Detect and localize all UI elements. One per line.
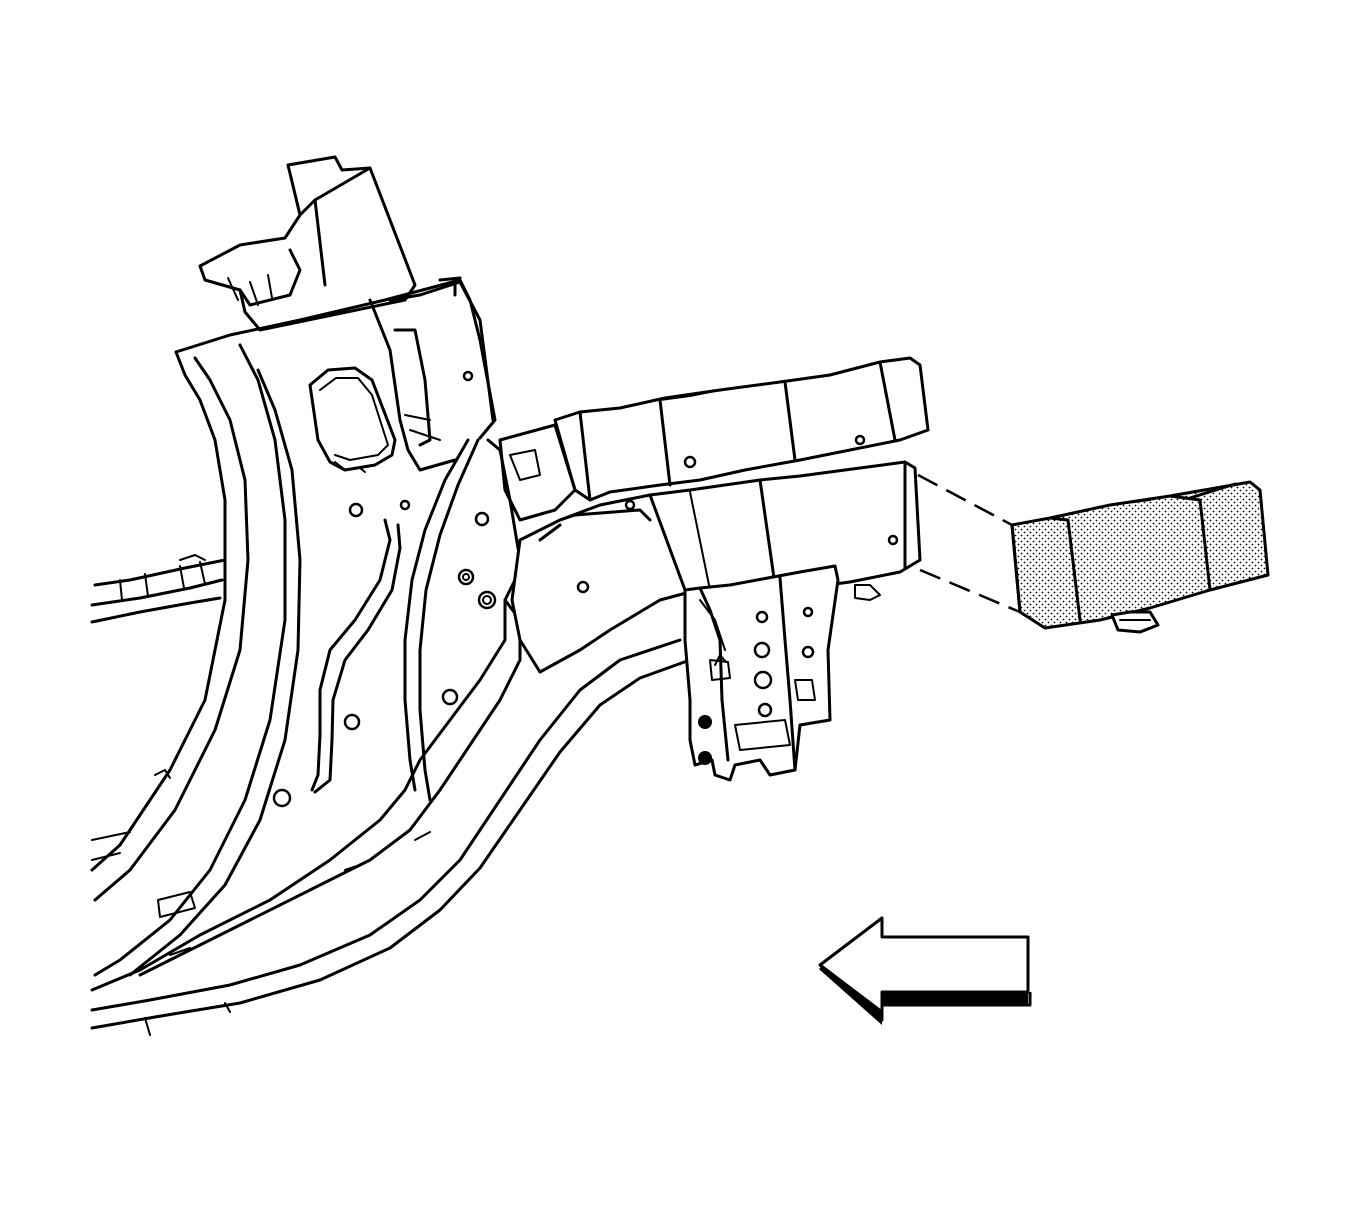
rail-end-cap: [917, 473, 1270, 634]
rear-rail-upper: [498, 356, 930, 522]
body-side-structure: [90, 155, 692, 1036]
mounting-bracket: [683, 564, 840, 782]
direction-arrow: [818, 916, 1032, 1025]
rear-rail-extension: [510, 460, 922, 674]
explode-leader-line-bottom: [919, 568, 1021, 614]
explode-leader-line-top: [917, 473, 1013, 527]
